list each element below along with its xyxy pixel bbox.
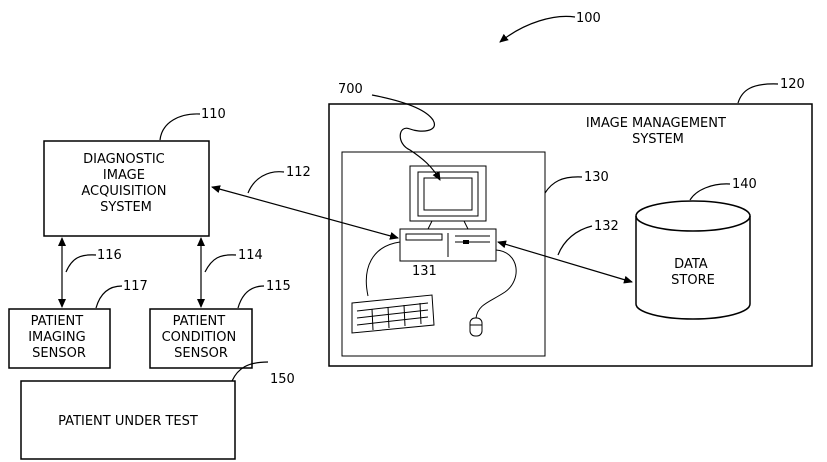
patient-under-test-label: PATIENT UNDER TEST xyxy=(58,414,198,429)
patient-imaging-sensor-label: PATIENT IMAGING SENSOR xyxy=(28,314,90,361)
patient-under-test: PATIENT UNDER TEST 150 xyxy=(21,362,295,459)
data-store-label: DATA STORE xyxy=(671,257,715,288)
monitor-bezel xyxy=(410,166,486,221)
disk-drive xyxy=(406,234,442,240)
workstation: 130 700 131 xyxy=(338,82,609,356)
link-132-ref-number: 132 xyxy=(594,219,619,234)
image-management-system-label: IMAGE MANAGEMENT SYSTEM xyxy=(586,116,730,147)
link-132: 132 xyxy=(498,219,632,282)
mouse-body xyxy=(470,318,482,336)
system-ref-number: 100 xyxy=(576,11,601,26)
image-management-system: IMAGE MANAGEMENT SYSTEM 120 xyxy=(329,77,812,366)
data-store: DATA STORE 140 xyxy=(636,177,757,319)
data-store-ref-number: 140 xyxy=(732,177,757,192)
link-114: 114 xyxy=(201,238,263,307)
acquisition-system-label: DIAGNOSTIC IMAGE ACQUISITION SYSTEM xyxy=(81,152,170,215)
keyboard xyxy=(352,242,434,333)
patient-ref-number: 150 xyxy=(270,372,295,387)
patient-condition-sensor-label: PATIENT CONDITION SENSOR xyxy=(162,314,241,361)
data-store-top xyxy=(636,201,750,231)
patient-condition-sensor: PATIENT CONDITION SENSOR 115 xyxy=(150,279,291,368)
imaging-sensor-ref-number: 117 xyxy=(123,279,148,294)
mouse xyxy=(470,250,516,336)
link-116-ref-number: 116 xyxy=(97,248,122,263)
image-management-system-box xyxy=(329,104,812,366)
monitor xyxy=(410,166,486,229)
display-ref-number: 700 xyxy=(338,82,363,97)
condition-sensor-ref-number: 115 xyxy=(266,279,291,294)
computer xyxy=(400,229,496,261)
patient-imaging-sensor: PATIENT IMAGING SENSOR 117 xyxy=(9,279,148,368)
monitor-screen xyxy=(418,172,478,216)
link-112-ref-number: 112 xyxy=(286,165,311,180)
link-116: 116 xyxy=(62,238,122,307)
link-112: 112 xyxy=(212,165,398,238)
monitor-display-area xyxy=(424,178,472,210)
system-ref: 100 xyxy=(500,11,601,42)
acquisition-system: DIAGNOSTIC IMAGE ACQUISITION SYSTEM 110 xyxy=(44,107,226,236)
acquisition-ref-number: 110 xyxy=(201,107,226,122)
link-114-ref-number: 114 xyxy=(238,248,263,263)
management-ref-number: 120 xyxy=(780,77,805,92)
computer-ref-number: 131 xyxy=(412,264,437,279)
workstation-ref-number: 130 xyxy=(584,170,609,185)
